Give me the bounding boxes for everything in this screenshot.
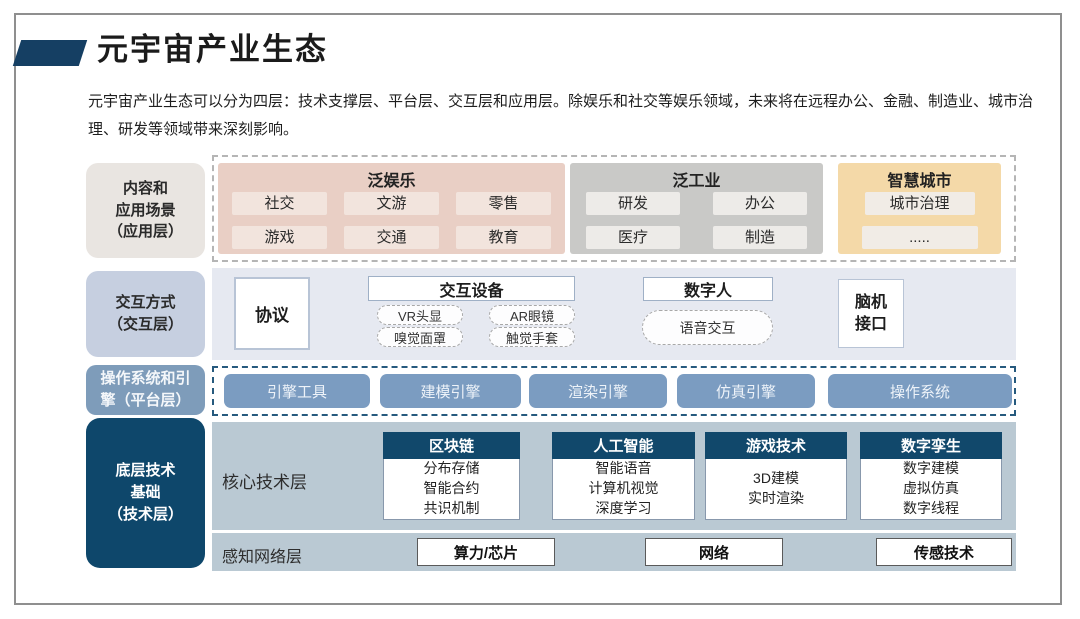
app-item: 零售 (456, 192, 551, 215)
sensor-tech-box: 传感技术 (876, 538, 1012, 566)
interaction-device-header: 交互设备 (368, 276, 575, 301)
tech-card-title: 游戏技术 (705, 432, 847, 459)
network-box: 网络 (645, 538, 783, 566)
tech-card-items: 数字建模 虚拟仿真 数字线程 (860, 459, 1002, 520)
group-title: 泛娱乐 (367, 173, 416, 190)
app-item: 制造 (713, 226, 807, 249)
group-pan-industry: 泛工业 研发 办公 医疗 制造 (570, 163, 823, 254)
modeling-engine-button: 建模引擎 (380, 374, 521, 408)
app-item: 交通 (344, 226, 439, 249)
group-pan-entertainment: 泛娱乐 社交 文游 零售 游戏 交通 教育 (218, 163, 565, 254)
pill-vr-headset: VR头显 (377, 305, 463, 325)
group-title: 泛工业 (672, 173, 721, 190)
tech-card-title: 区块链 (383, 432, 520, 459)
app-item: 社交 (232, 192, 327, 215)
tech-card-items: 智能语音 计算机视觉 深度学习 (552, 459, 695, 520)
application-layer-row (212, 155, 1016, 262)
core-tech-label: 核心技术层 (222, 473, 307, 492)
render-engine-button: 渲染引擎 (529, 374, 667, 408)
group-smart-city: 智慧城市 城市治理 ..... (838, 163, 1001, 254)
app-item-ellipsis: ..... (861, 226, 978, 249)
simulation-engine-button: 仿真引擎 (677, 374, 815, 408)
pill-ar-glasses: AR眼镜 (489, 305, 575, 325)
page-title: 元宇宙产业生态 (97, 32, 328, 67)
engine-tool-button: 引擎工具 (224, 374, 370, 408)
tech-card-ai: 人工智能 智能语音 计算机视觉 深度学习 (552, 432, 695, 520)
tech-card-title: 人工智能 (552, 432, 695, 459)
app-item: 办公 (713, 192, 807, 215)
title-flag-icon (12, 40, 88, 66)
tech-card-items: 分布存储 智能合约 共识机制 (383, 459, 520, 520)
tech-card-game-tech: 游戏技术 3D建模 实时渲染 (705, 432, 847, 520)
pill-smell-mask: 嗅觉面罩 (377, 327, 463, 347)
pill-voice-interaction: 语音交互 (642, 310, 773, 345)
app-item: 城市治理 (864, 192, 975, 215)
layer-label-technology: 底层技术 基础 （技术层） (86, 418, 205, 568)
tech-card-digital-twin: 数字孪生 数字建模 虚拟仿真 数字线程 (860, 432, 1002, 520)
compute-chip-box: 算力/芯片 (417, 538, 555, 566)
layer-label-platform: 操作系统和引 擎（平台层） (86, 365, 205, 415)
layer-label-application: 内容和 应用场景 （应用层） (86, 163, 205, 258)
protocol-box: 协议 (234, 277, 310, 350)
bci-box: 脑机 接口 (838, 279, 904, 348)
app-item: 游戏 (232, 226, 327, 249)
group-title: 智慧城市 (887, 173, 952, 190)
perception-network-label: 感知网络层 (222, 549, 303, 566)
app-item: 教育 (456, 226, 551, 249)
app-item: 文游 (344, 192, 439, 215)
layer-label-interaction: 交互方式 （交互层） (86, 271, 205, 357)
app-item: 研发 (586, 192, 680, 215)
digital-human-header: 数字人 (643, 277, 773, 301)
tech-card-items: 3D建模 实时渲染 (705, 459, 847, 520)
tech-card-title: 数字孪生 (860, 432, 1002, 459)
operating-system-button: 操作系统 (828, 374, 1012, 408)
page-subtitle: 元宇宙产业生态可以分为四层：技术支撑层、平台层、交互层和应用层。除娱乐和社交等娱… (88, 93, 1034, 138)
app-item: 医疗 (586, 226, 680, 249)
pill-haptic-glove: 触觉手套 (489, 327, 575, 347)
tech-card-blockchain: 区块链 分布存储 智能合约 共识机制 (383, 432, 520, 520)
